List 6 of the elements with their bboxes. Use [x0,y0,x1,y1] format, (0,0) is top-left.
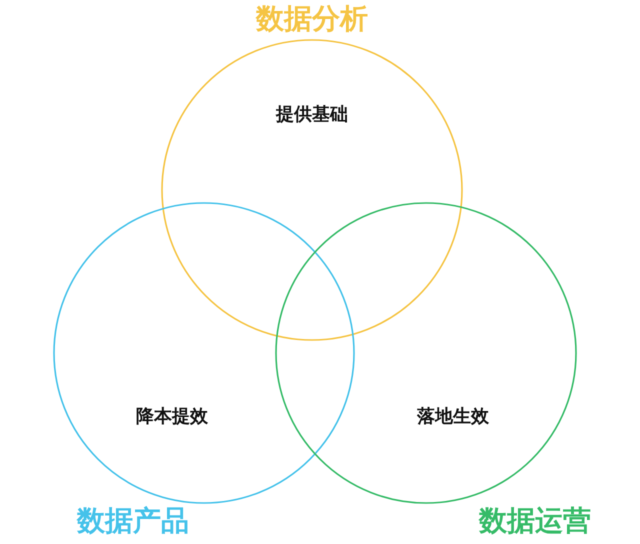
circle-label: 提供基础 [276,104,348,126]
circle-title: 数据产品 [77,504,189,538]
circle-label: 落地生效 [417,406,489,428]
circle-label: 降本提效 [136,406,208,428]
circle-title: 数据运营 [479,504,591,538]
circle-title: 数据分析 [256,2,368,36]
